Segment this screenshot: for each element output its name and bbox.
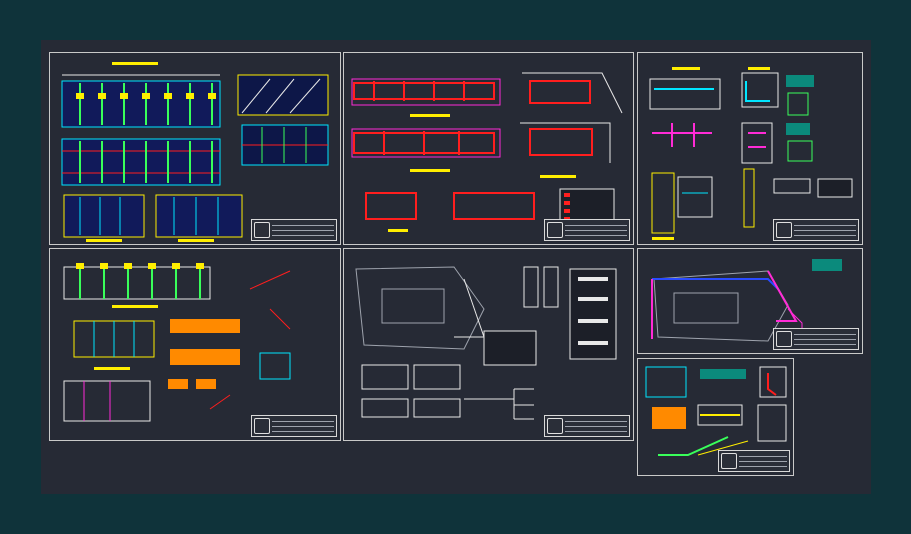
logo-icon (547, 418, 563, 434)
title-block (773, 328, 859, 350)
sanitary-plans-drawing (351, 72, 623, 228)
logo-icon (254, 418, 270, 434)
sheet-title-highlight (94, 367, 130, 370)
drawing-sheet-structural-plans[interactable] (49, 52, 341, 245)
drawing-sheet-details[interactable] (637, 52, 863, 245)
sheet-title-highlight (112, 62, 158, 65)
logo-icon (776, 222, 792, 238)
site-plan-drawing (355, 266, 617, 420)
cad-model-space[interactable] (41, 40, 871, 494)
sheet-title-highlight (86, 239, 122, 242)
structural-plans-drawing (61, 74, 329, 238)
drawing-sheet-small-details[interactable] (637, 358, 794, 476)
details-drawing (649, 72, 853, 234)
logo-icon (547, 222, 563, 238)
sheet-title-highlight (748, 67, 770, 70)
title-block (544, 415, 630, 437)
title-block (251, 415, 337, 437)
sheet-title-highlight (388, 229, 408, 232)
title-block (718, 450, 790, 472)
sheet-title-highlight (112, 305, 158, 308)
drawing-sheet-site-plan[interactable] (343, 248, 634, 441)
small-details-drawing (645, 366, 787, 456)
foundations-drawing (63, 263, 291, 422)
sheet-title-highlight (672, 67, 700, 70)
logo-icon (721, 453, 737, 469)
sheet-title-highlight (410, 114, 450, 117)
drawing-sheet-perimeter[interactable] (637, 248, 863, 354)
sheet-title-highlight (652, 237, 674, 240)
drawing-sheet-foundations[interactable] (49, 248, 341, 441)
sheet-title-highlight (178, 239, 214, 242)
sheet-title-highlight (410, 169, 450, 172)
title-block (544, 219, 630, 241)
title-block (251, 219, 337, 241)
drawing-sheet-sanitary-plans[interactable] (343, 52, 634, 245)
title-block (773, 219, 859, 241)
perimeter-drawing (651, 259, 842, 342)
sheet-title-highlight (540, 175, 576, 178)
logo-icon (776, 331, 792, 347)
logo-icon (254, 222, 270, 238)
